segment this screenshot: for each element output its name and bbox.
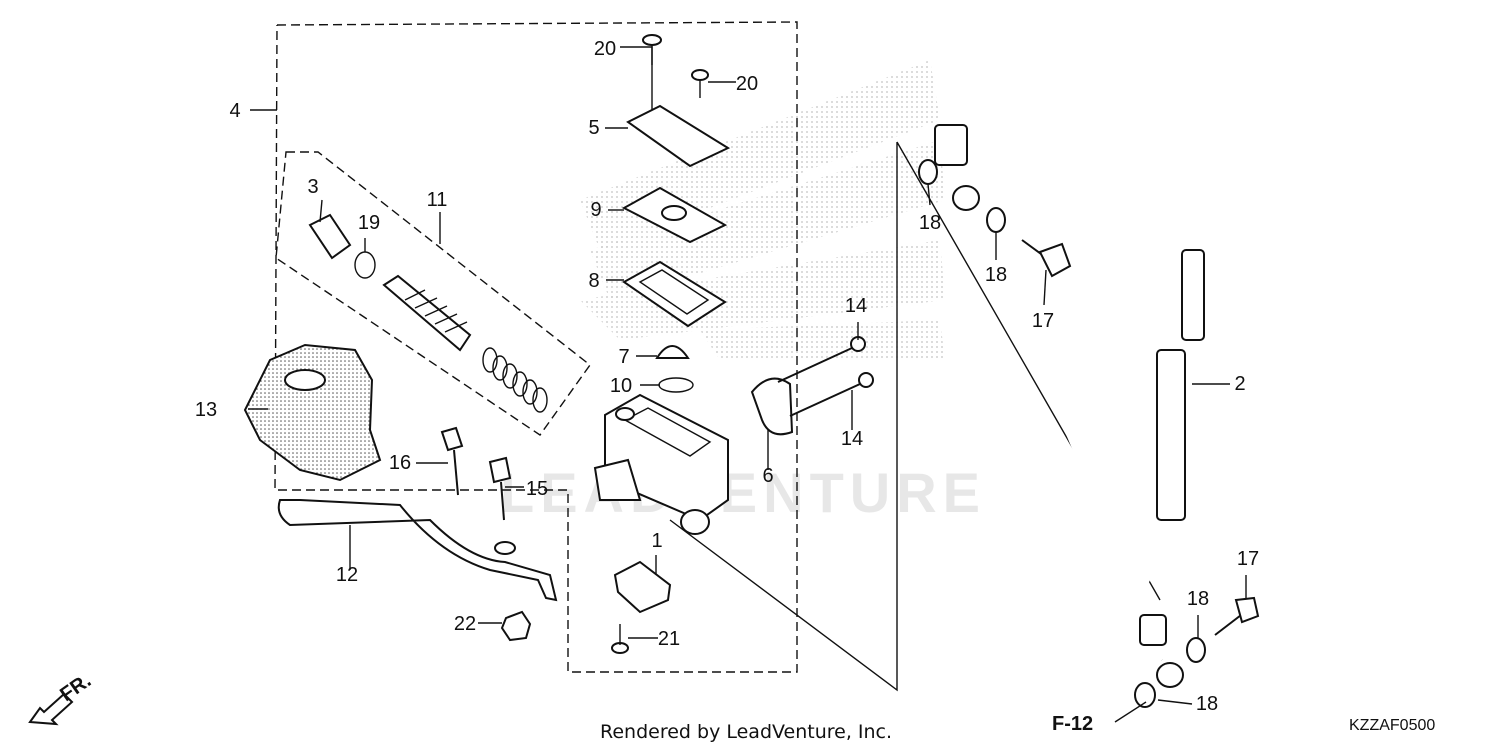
- washer-18c: [1186, 637, 1206, 663]
- brake-switch-1: [613, 560, 672, 614]
- circlip-10: [658, 377, 694, 393]
- part-label-p11: 11: [427, 189, 448, 211]
- reservoir-cap-5: [626, 104, 731, 168]
- screw-21: [611, 624, 629, 654]
- reference-label: F-12: [1052, 713, 1093, 735]
- part-label-p15: 15: [526, 478, 548, 500]
- credit-text: Rendered by LeadVenture, Inc.: [600, 721, 892, 743]
- part-label-p17a: 17: [1032, 310, 1054, 332]
- part-label-p18a: 18: [919, 212, 941, 234]
- banjo-lower: [1156, 662, 1184, 688]
- part-label-p18b: 18: [985, 264, 1007, 286]
- spring: [482, 347, 548, 413]
- part-label-p21: 21: [658, 628, 680, 650]
- part-label-p9: 9: [590, 199, 601, 221]
- assembly-frame-4: [274, 21, 798, 673]
- part-label-p4: 4: [229, 100, 240, 122]
- pivot-15: [488, 456, 512, 521]
- piston-kit-frame-11: [275, 151, 591, 436]
- part-label-p22: 22: [454, 613, 476, 635]
- banjo-upper: [952, 185, 980, 211]
- part-label-p20a: 20: [594, 38, 616, 60]
- part-label-p1: 1: [651, 530, 662, 552]
- washer-18b: [986, 207, 1006, 233]
- part-label-p13: 13: [195, 399, 217, 421]
- part-label-p17b: 17: [1237, 548, 1259, 570]
- washer-18d: [1134, 682, 1156, 708]
- float-7: [655, 345, 690, 359]
- part-label-p19: 19: [358, 212, 380, 234]
- part-label-p10: 10: [610, 375, 632, 397]
- part-label-p3: 3: [307, 176, 318, 198]
- part-label-p20b: 20: [736, 73, 758, 95]
- part-label-p18c: 18: [1187, 588, 1209, 610]
- oil-bolt-17b: [1214, 596, 1260, 636]
- pivot-bolt-16: [440, 426, 464, 496]
- part-label-p6: 6: [762, 465, 773, 487]
- diaphragm-8: [622, 260, 727, 328]
- washer-18a: [918, 159, 938, 185]
- part-label-p14a: 14: [845, 295, 867, 317]
- diagram-code: KZZAF0500: [1349, 717, 1435, 734]
- brake-hose-2: [934, 86, 1205, 662]
- leadventure-watermark: LEADVENTURE: [500, 461, 986, 524]
- part-label-p7: 7: [618, 346, 629, 368]
- oil-bolt-17a: [1021, 239, 1072, 278]
- piston: [382, 274, 472, 352]
- screw-20b: [691, 69, 709, 98]
- bolt-14b: [789, 372, 874, 417]
- part-label-p14b: 14: [841, 428, 863, 450]
- boot-3: [308, 213, 352, 260]
- master-cylinder-body: [593, 393, 729, 535]
- part-label-p12: 12: [336, 564, 358, 586]
- part-labels: 1234567891011121314141516171718181818192…: [195, 38, 1259, 715]
- part-label-p8: 8: [588, 270, 599, 292]
- brake-lever-12: [277, 499, 558, 602]
- circlip-19: [354, 251, 376, 279]
- part-label-p16: 16: [389, 452, 411, 474]
- lever-cover-13: [243, 343, 382, 482]
- part-label-p2: 2: [1234, 373, 1245, 395]
- front-direction-arrow: FR.: [28, 670, 95, 726]
- nut-22: [500, 610, 532, 642]
- part-label-p18d: 18: [1196, 693, 1218, 715]
- part-label-p5: 5: [588, 117, 599, 139]
- holder-clamp-6: [750, 377, 794, 436]
- bolt-14a: [777, 336, 866, 383]
- leader-lines: [248, 46, 1247, 723]
